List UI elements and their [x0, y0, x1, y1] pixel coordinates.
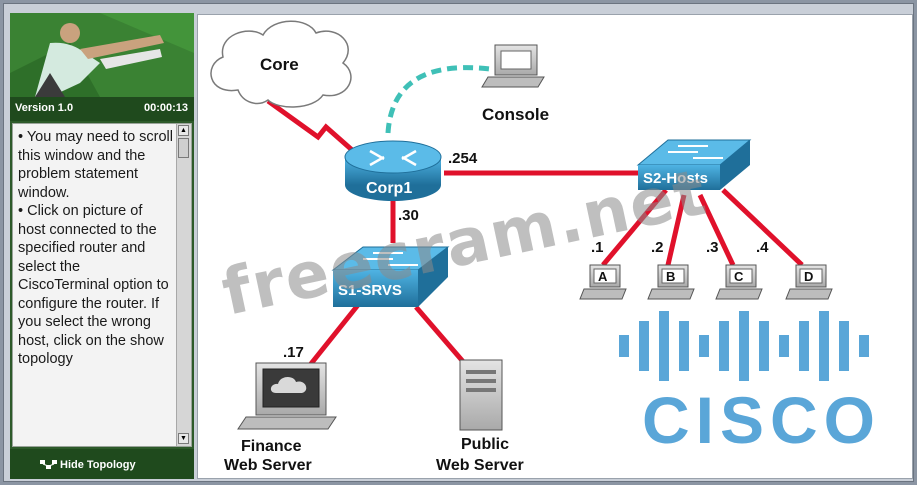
- s1-srvs-switch-icon[interactable]: S1-SRVS: [331, 246, 450, 307]
- ip-30-label: .30: [398, 207, 419, 224]
- ip-3-label: .3: [706, 239, 719, 256]
- ip-254-label: .254: [448, 150, 478, 167]
- s1-finance-link: [308, 303, 360, 367]
- hide-topology-button[interactable]: Hide Topology: [10, 449, 194, 479]
- problem-text-area[interactable]: • You may need to scroll this window and…: [12, 123, 192, 447]
- host-a-label: A: [598, 269, 608, 284]
- console-link: [385, 65, 499, 134]
- public-web-server-icon[interactable]: Public Web Server: [436, 359, 524, 474]
- ip-2-label: .2: [651, 239, 664, 256]
- banner-image: [10, 13, 194, 97]
- network-links: [266, 98, 804, 367]
- instruction-paragraph-1: • You may need to scroll this window and…: [18, 129, 174, 201]
- scroll-thumb[interactable]: [178, 138, 189, 158]
- core-corp1-serial-link: [266, 98, 362, 159]
- topology-diagram: CISCO Core: [197, 14, 913, 479]
- finance-label-line2: Web Server: [224, 457, 312, 474]
- scroll-down-button[interactable]: ▼: [178, 433, 189, 444]
- corp1-label: Corp1: [366, 180, 412, 197]
- corp1-router-icon[interactable]: Corp1: [344, 140, 442, 201]
- s1-srvs-label: S1-SRVS: [338, 282, 402, 299]
- instruction-paragraph-2: • Click on picture of host connected to …: [18, 203, 169, 367]
- host-d-label: D: [804, 269, 813, 284]
- watermark: freecram.net: [216, 156, 714, 331]
- cisco-logo: CISCO: [619, 311, 881, 457]
- public-label-line2: Web Server: [436, 457, 524, 474]
- console-pc-icon[interactable]: Console: [481, 44, 549, 124]
- ip-4-label: .4: [756, 239, 769, 256]
- core-label: Core: [260, 55, 299, 74]
- hide-topology-label: Hide Topology: [60, 459, 136, 471]
- cisco-logo-text: CISCO: [642, 383, 881, 457]
- host-c-pc-icon[interactable]: C: [715, 264, 763, 300]
- ip-17-label: .17: [283, 344, 304, 361]
- host-b-pc-icon[interactable]: B: [647, 264, 695, 300]
- version-bar: Version 1.0 00:00:13: [10, 97, 194, 121]
- version-label: Version 1.0: [15, 102, 74, 114]
- host-d-pc-icon[interactable]: D: [785, 264, 833, 300]
- core-cloud: Core: [210, 20, 352, 108]
- window-frame: Version 1.0 00:00:13 • You may need to s…: [3, 3, 914, 482]
- s2-hosts-switch-icon[interactable]: S2-Hosts: [636, 139, 752, 190]
- host-c-label: C: [734, 269, 744, 284]
- finance-web-server-icon[interactable]: Finance Web Server: [224, 362, 337, 474]
- host-b-label: B: [666, 269, 675, 284]
- scroll-up-button[interactable]: ▲: [178, 125, 189, 136]
- s2-host-c-link: [697, 193, 736, 267]
- topology-icon: [40, 458, 58, 473]
- finance-label-line1: Finance: [241, 438, 302, 455]
- vertical-scrollbar[interactable]: ▲ ▼: [176, 124, 191, 446]
- s2-host-a-link: [601, 188, 668, 267]
- banner-figure-illustration: [10, 13, 194, 97]
- public-label-line1: Public: [461, 436, 509, 453]
- problem-text: • You may need to scroll this window and…: [18, 128, 173, 369]
- s1-public-link: [414, 305, 468, 367]
- ip-1-label: .1: [591, 239, 604, 256]
- timer-label: 00:00:13: [143, 102, 188, 114]
- s2-host-d-link: [721, 188, 804, 267]
- s2-host-b-link: [665, 194, 687, 266]
- host-a-pc-icon[interactable]: A: [579, 264, 627, 300]
- s2-hosts-label: S2-Hosts: [643, 170, 708, 187]
- instructions-panel: Version 1.0 00:00:13 • You may need to s…: [10, 13, 194, 479]
- console-label: Console: [482, 105, 549, 124]
